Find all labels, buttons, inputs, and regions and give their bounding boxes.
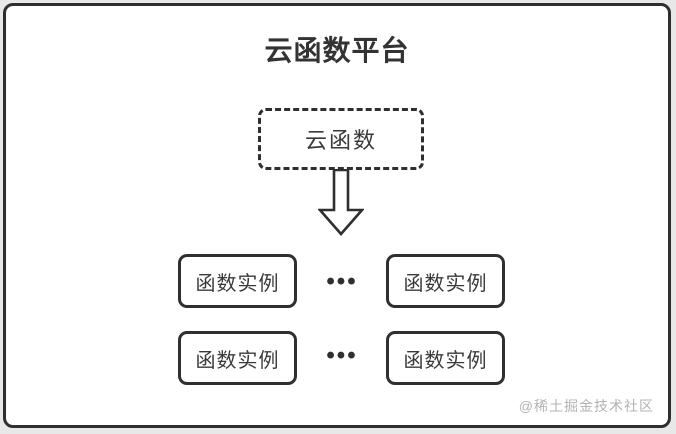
function-instance-label: 函数实例 [195, 272, 280, 295]
down-arrow-icon [318, 169, 364, 236]
function-instance-label: 函数实例 [403, 272, 488, 295]
function-instance-label: 函数实例 [403, 349, 488, 372]
watermark: @稀土掘金技术社区 [518, 398, 654, 414]
cloud-function-label: 云函数 [304, 128, 377, 153]
platform-frame: 云函数平台 云函数 函数实例 ••• 函数实例 函数实例 ••• 函数实例 @稀… [3, 3, 671, 428]
function-instance-node: 函数实例 [386, 254, 505, 308]
function-instance-label: 函数实例 [195, 349, 280, 372]
function-instance-node: 函数实例 [178, 331, 297, 385]
ellipsis-row-2: ••• [326, 342, 358, 369]
function-instance-node: 函数实例 [178, 254, 297, 308]
ellipsis-row-1: ••• [326, 268, 358, 295]
function-instance-node: 函数实例 [386, 331, 505, 385]
cloud-function-node: 云函数 [258, 108, 424, 170]
diagram-title: 云函数平台 [264, 35, 410, 66]
